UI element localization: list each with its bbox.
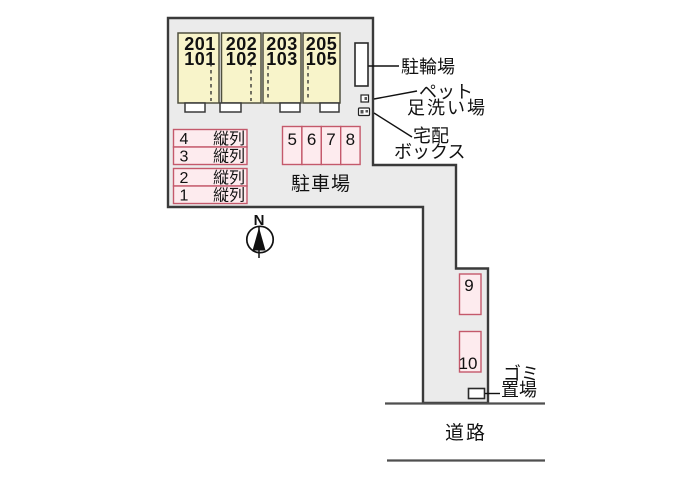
stall-number: 5 — [287, 130, 296, 149]
building-block: 201 101 202 102 203 103 205 105 — [177, 32, 341, 113]
delivery-box-label-line2: ボックス — [394, 142, 465, 162]
stall-number: 2 — [180, 170, 189, 187]
unit-number: 102 — [226, 49, 258, 69]
entrance-step — [184, 102, 206, 113]
parking-stall-10 — [458, 330, 482, 373]
unit-number: 101 — [184, 49, 216, 69]
tandem-parking-stalls: 4 縦列 3 縦列 2 縦列 1 縦列 — [172, 128, 248, 205]
parking-stall-8 — [340, 125, 361, 166]
entrance-step — [219, 102, 242, 113]
unit-number: 103 — [266, 49, 298, 69]
pet-wash-leader-line — [373, 90, 418, 100]
stall-number: 10 — [459, 354, 478, 373]
stall-type-label: 縦列 — [213, 148, 245, 166]
site-outline — [166, 16, 490, 405]
unit-number: 202 — [226, 34, 258, 54]
north-label: N — [254, 212, 265, 229]
unit-number: 201 — [184, 34, 216, 54]
bicycle-parking-label: 駐輪場 — [401, 57, 455, 77]
entrance-step — [319, 102, 340, 113]
stall-number: 6 — [307, 130, 316, 149]
stall-number: 7 — [326, 130, 335, 149]
unit-205-105 — [302, 32, 341, 104]
road-label: 道路 — [445, 422, 487, 444]
stall-number: 9 — [464, 276, 473, 295]
parking-stall-3 — [172, 146, 248, 166]
parking-stall-9 — [458, 273, 482, 316]
parking-lot-label: 駐車場 — [291, 173, 351, 195]
pet-wash-icon — [360, 94, 370, 103]
stall-type-label: 縦列 — [213, 169, 245, 187]
garbage-label-line2: 置場 — [501, 380, 537, 400]
stall-number: 1 — [180, 188, 189, 205]
stall-number: 8 — [346, 130, 355, 149]
delivery-box-icon — [357, 107, 371, 117]
unit-number: 205 — [306, 34, 338, 54]
pet-wash-label-line1: ペット — [419, 82, 473, 102]
pet-wash-label-line2: 足洗い場 — [407, 98, 487, 118]
stall-type-label: 縦列 — [213, 130, 245, 148]
entrance-step — [279, 102, 301, 113]
stall-number: 4 — [180, 131, 189, 148]
north-compass-icon: N — [245, 212, 275, 258]
garbage-box-icon — [467, 387, 486, 400]
stall-number: 3 — [180, 149, 189, 166]
row-parking-stalls: 5 6 7 8 — [281, 125, 361, 166]
stall-type-label: 縦列 — [213, 187, 245, 205]
bicycle-parking-area — [354, 42, 369, 87]
unit-203-103 — [262, 32, 302, 104]
unit-number: 105 — [306, 49, 338, 69]
delivery-box-leader-line — [373, 112, 413, 138]
garbage-label-line1: ゴミ — [503, 364, 539, 384]
parking-stall-1 — [172, 185, 248, 205]
unit-number: 203 — [266, 34, 298, 54]
delivery-box-label-line1: 宅配 — [413, 126, 449, 146]
